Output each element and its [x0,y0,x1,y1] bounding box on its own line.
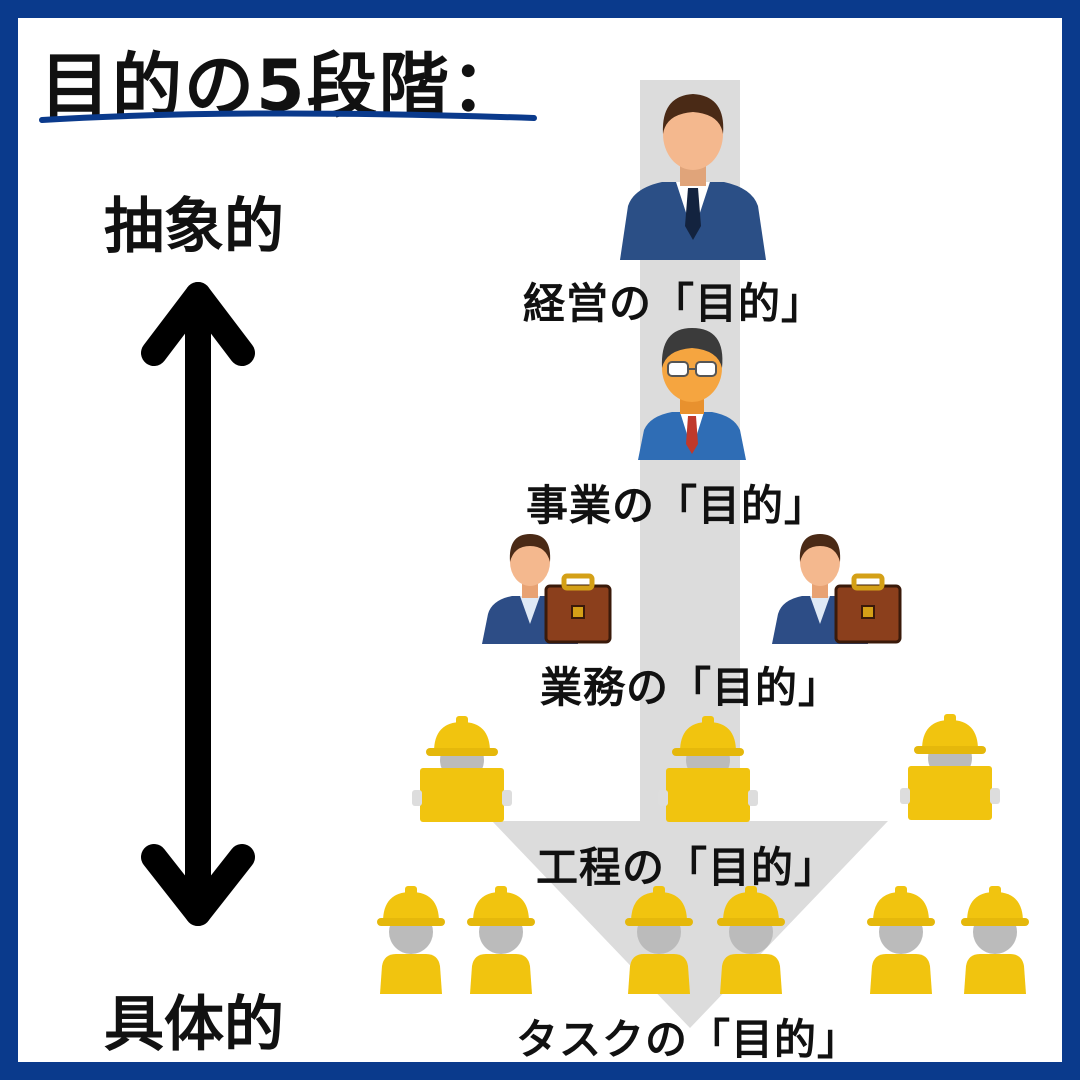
level-task: タスクの「目的」 [516,1015,861,1062]
manager-with-glasses-icon [638,328,746,460]
concrete-label: 具体的 [104,990,284,1060]
hard-hat-worker-icon [961,886,1029,994]
hard-hat-worker-icon [625,886,693,994]
level-business: 事業の「目的」 [526,481,828,530]
diagram-panel: 目的の5段階： 抽象的 具体的 経営の「目的」 事業の「目的」 [18,18,1062,1062]
executive-person-icon [620,94,766,260]
level-process: 工程の「目的」 [536,843,838,892]
businessman-with-briefcase-icon [772,534,902,644]
level-operations: 業務の「目的」 [540,663,842,712]
hard-hat-worker-icon [658,716,758,822]
hard-hat-worker-icon [867,886,935,994]
title-underline [39,110,537,123]
hard-hat-worker-icon [717,886,785,994]
hard-hat-worker-icon [377,886,445,994]
double-headed-arrow-icon [141,282,255,926]
hard-hat-worker-icon [412,716,512,822]
hard-hat-worker-icon [467,886,535,994]
level-management: 経営の「目的」 [523,279,825,328]
flow-down-arrow [492,80,888,1028]
abstract-label: 抽象的 [104,192,284,262]
businessman-with-briefcase-icon [482,534,612,644]
hard-hat-worker-icon [900,714,1000,820]
